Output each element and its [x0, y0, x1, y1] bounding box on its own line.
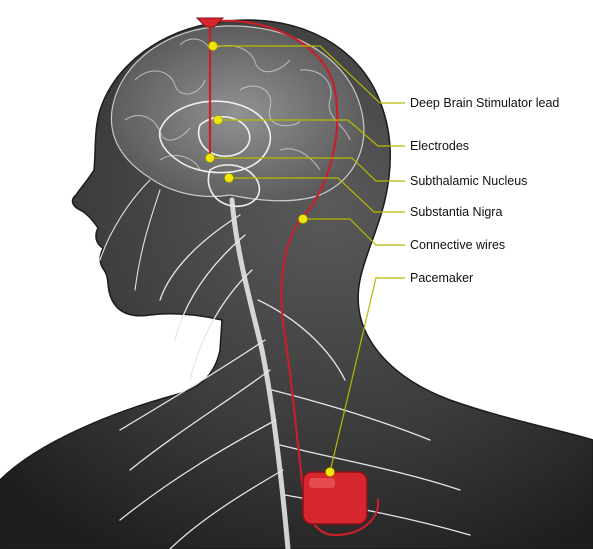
yellow-dot-marker — [326, 468, 335, 477]
label-deep-brain-stimulator-lead: Deep Brain Stimulator lead — [410, 96, 559, 110]
label-electrodes: Electrodes — [410, 139, 469, 153]
yellow-dot-marker — [206, 154, 215, 163]
label-substantia-nigra: Substantia Nigra — [410, 205, 502, 219]
yellow-dot-marker — [214, 116, 223, 125]
yellow-dot-marker — [225, 174, 234, 183]
label-connective-wires: Connective wires — [410, 238, 505, 252]
label-subthalamic-nucleus: Subthalamic Nucleus — [410, 174, 527, 188]
label-pacemaker: Pacemaker — [410, 271, 473, 285]
pacemaker-highlight — [309, 478, 335, 488]
yellow-dot-marker — [209, 42, 218, 51]
yellow-dot-marker — [299, 215, 308, 224]
